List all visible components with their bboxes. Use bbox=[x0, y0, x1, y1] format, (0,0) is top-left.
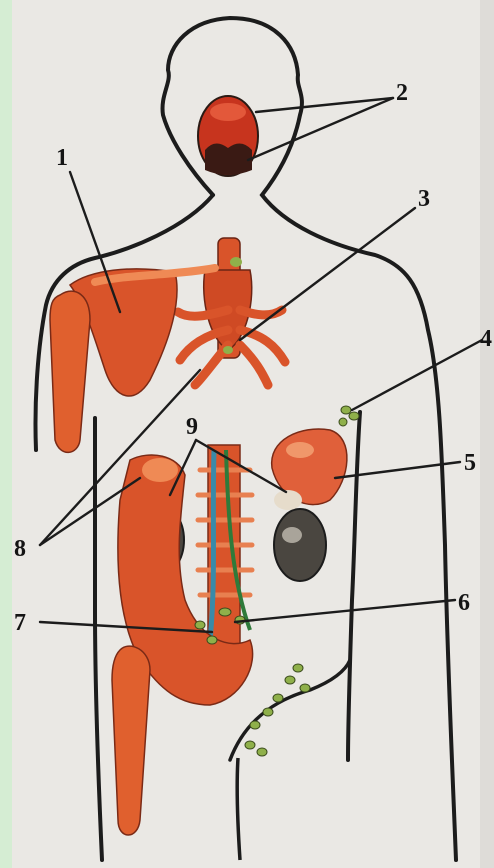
right-edge-shade bbox=[480, 0, 494, 868]
label-6: 6 bbox=[458, 590, 470, 616]
label-3: 3 bbox=[418, 186, 430, 212]
tonsils-organ bbox=[198, 96, 258, 176]
label-8: 8 bbox=[14, 536, 26, 562]
label-7: 7 bbox=[14, 610, 26, 636]
label-2: 2 bbox=[396, 80, 408, 106]
label-1: 1 bbox=[56, 145, 68, 171]
label-4: 4 bbox=[480, 326, 492, 352]
label-9: 9 bbox=[186, 414, 198, 440]
label-5: 5 bbox=[464, 450, 476, 476]
left-edge-tint bbox=[0, 0, 12, 868]
